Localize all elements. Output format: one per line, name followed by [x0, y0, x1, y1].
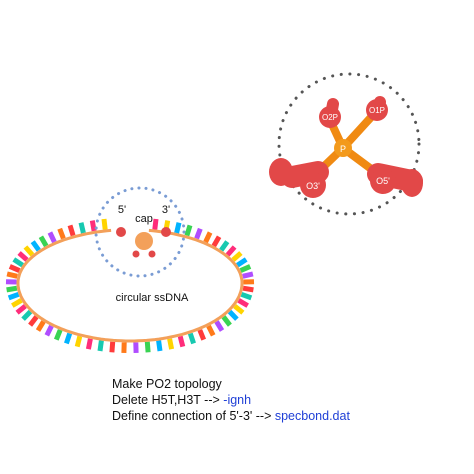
base-tick	[242, 271, 254, 279]
base-tick	[11, 298, 23, 308]
atom-o5	[370, 168, 396, 194]
base-tick	[6, 271, 18, 279]
five-prime-label: 5'	[118, 204, 126, 216]
base-tick	[28, 315, 39, 327]
label-atom-p: P	[340, 144, 346, 154]
three-prime-end	[161, 227, 171, 237]
base-tick	[233, 304, 245, 315]
base-tick	[194, 227, 203, 240]
base-tick	[44, 324, 54, 337]
base-tick	[227, 309, 239, 321]
atom-o2p	[319, 106, 341, 128]
base-tick	[109, 341, 116, 353]
base-tick	[8, 264, 21, 273]
base-tick	[197, 329, 207, 341]
base-tick	[35, 320, 46, 332]
base-tick	[85, 338, 93, 350]
atom-o3	[300, 172, 326, 198]
zoom-circle-cap	[94, 186, 186, 278]
base-tick	[152, 218, 159, 230]
base-tick	[74, 335, 83, 348]
base-tick	[144, 341, 151, 353]
circular-ssdna: 5' 3' cap circular ssDNA	[5, 186, 255, 353]
stick-end-o3	[269, 158, 293, 186]
base-tick	[187, 332, 196, 345]
base-tick	[12, 257, 24, 268]
base-tick	[174, 222, 182, 234]
base-tick	[6, 285, 18, 293]
base-tick	[78, 222, 86, 234]
base-tick	[47, 231, 57, 244]
base-tick	[67, 224, 76, 237]
base-tick	[206, 324, 216, 337]
base-tick	[15, 304, 27, 315]
base-tick	[239, 264, 252, 273]
base-tick	[225, 245, 237, 257]
base-tick	[219, 240, 230, 252]
base-tick	[231, 251, 243, 262]
dna-backbone	[16, 228, 244, 343]
base-tick	[242, 285, 254, 293]
base-tick	[237, 298, 249, 308]
base-tick	[53, 329, 63, 341]
atom-p	[334, 139, 352, 157]
cap-oxygen-right	[148, 250, 156, 258]
base-tick	[167, 338, 175, 350]
base-tick	[214, 320, 225, 332]
label-atom-o5: O5'	[376, 176, 390, 186]
base-tick	[38, 235, 49, 248]
base-tick	[30, 240, 41, 252]
specbond-file: specbond.dat	[274, 409, 350, 423]
base-tick	[240, 291, 253, 301]
ssdna-label: circular ssDNA	[116, 292, 189, 304]
zoom-circle-phosphate	[277, 72, 421, 216]
instruction-line-3: Define connection of 5'-3' --> specbond.…	[112, 408, 350, 424]
base-tick	[17, 251, 29, 262]
instruction-make-po2: Make PO2 topology	[112, 377, 222, 391]
atom-o1p	[366, 99, 388, 121]
base-tick	[64, 332, 73, 345]
phosphate-closeup: P O2P O1P O3' O5'	[269, 72, 423, 216]
base-tick	[57, 227, 66, 240]
label-atom-o3: O3'	[306, 181, 320, 191]
instruction-define-connection: Define connection of 5'-3' -->	[112, 409, 272, 423]
five-prime-end	[116, 227, 126, 237]
cap-label: cap	[135, 213, 153, 225]
base-tick	[156, 340, 163, 352]
base-tick	[221, 315, 232, 327]
base-tick	[97, 340, 104, 352]
instructions-block: Make PO2 topology Delete H5T,H3T --> -ig…	[112, 376, 350, 424]
cap-phosphate	[135, 232, 153, 250]
instruction-delete-hydrogens: Delete H5T,H3T -->	[112, 393, 220, 407]
base-tick	[184, 224, 193, 237]
base-tick	[89, 220, 97, 232]
base-tick	[203, 231, 213, 244]
base-tick	[101, 218, 108, 230]
label-atom-o2p: O2P	[322, 113, 338, 122]
instruction-line-1: Make PO2 topology	[112, 376, 350, 392]
instruction-line-2: Delete H5T,H3T --> -ignh	[112, 392, 350, 408]
base-tick	[7, 291, 20, 301]
ignh-flag: -ignh	[223, 393, 252, 407]
stick-end-o5	[401, 169, 423, 197]
base-ticks	[5, 218, 255, 353]
base-tick	[211, 235, 222, 248]
base-tick	[177, 335, 186, 348]
base-tick	[236, 257, 248, 268]
base-tick	[23, 245, 35, 257]
three-prime-label: 3'	[162, 204, 170, 216]
base-tick	[21, 309, 33, 321]
label-atom-o1p: O1P	[369, 106, 385, 115]
cap-oxygen-left	[132, 250, 140, 258]
